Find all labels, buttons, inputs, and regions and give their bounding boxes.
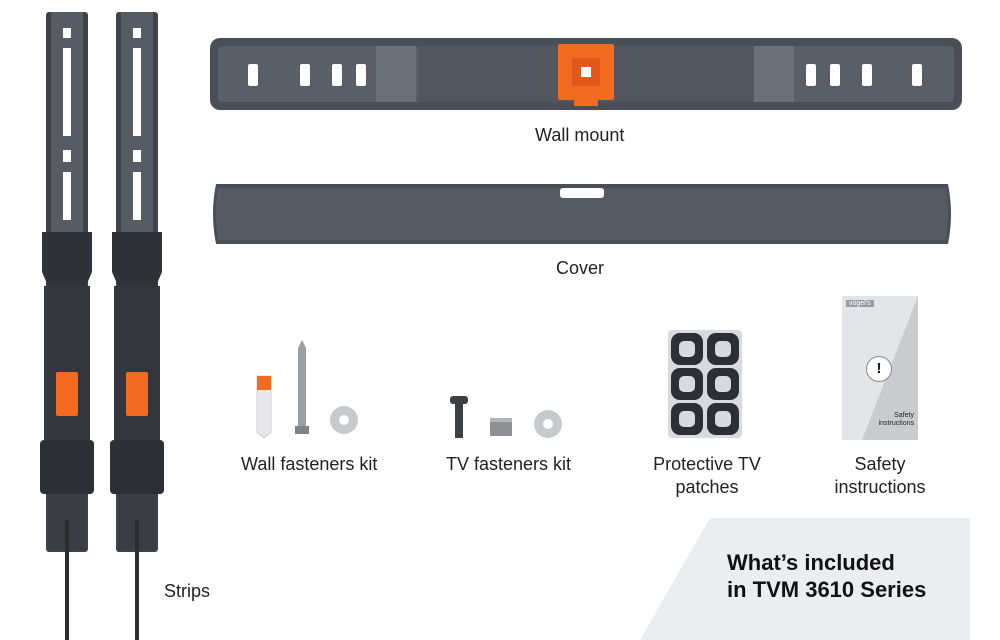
safety-instructions-label: Safety instructions [830,453,930,499]
warning-symbol: ! [876,360,882,377]
protective-patches-line2: patches [675,477,739,497]
wall-fasteners-label: Wall fasteners kit [241,454,378,474]
tv-fasteners-label: TV fasteners kit [446,454,572,474]
cover-illustration [213,184,951,244]
strip-left [40,12,94,640]
included-banner-title: What’s included in TVM 3610 Series [727,549,926,603]
banner-line2: in TVM 3610 Series [727,577,927,602]
strip-right [110,12,164,640]
cover-label: Cover [556,258,605,278]
tv-fasteners-illustration [450,396,562,438]
leaflet-text: Safety instructions [864,412,914,428]
warning-icon: ! [866,356,892,382]
wall-mount-illustration [210,38,962,110]
leaflet-brand-logo: vogel's [846,300,874,307]
leaflet-text-line2: instructions [878,420,914,427]
safety-leaflet: vogel's ! Safety instructions [842,296,918,440]
banner-line1: What’s included [727,550,895,575]
protective-patches-line1: Protective TV [653,454,761,474]
wall-mount-label: Wall mount [535,125,625,145]
strips-label: Strips [164,581,211,601]
leaflet-text-line1: Safety [894,412,914,419]
protective-patches-label: Protective TV patches [648,453,766,499]
protective-patches-illustration [668,330,742,438]
strips-illustration [40,12,164,640]
wall-fasteners-illustration [256,340,358,439]
safety-instructions-line1: Safety [854,454,906,474]
safety-instructions-line2: instructions [834,477,926,497]
